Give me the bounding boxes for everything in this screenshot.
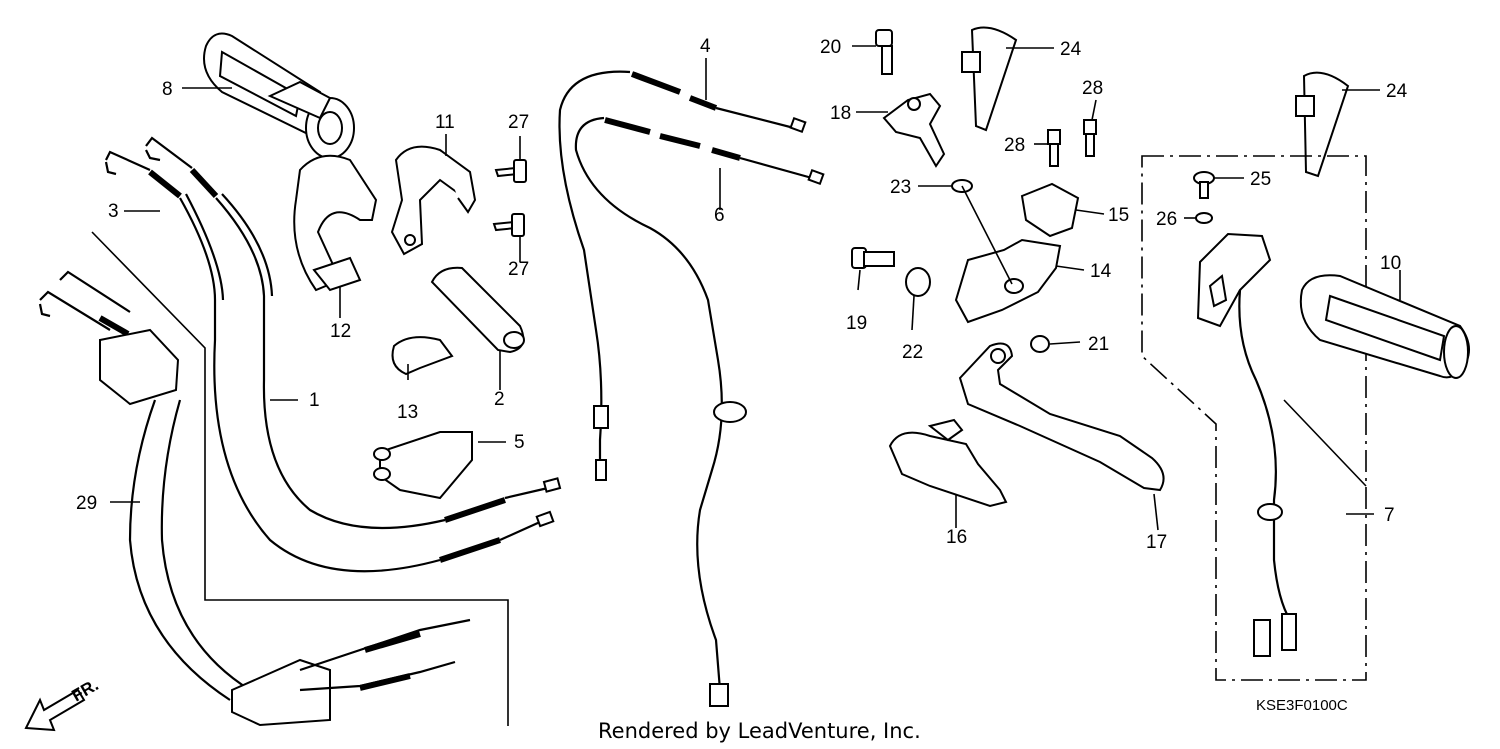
throttle-housing-lower-part [293, 154, 378, 292]
callout-17: 17 [1146, 532, 1167, 553]
washer-26-part [1195, 212, 1213, 224]
throttle-housing-upper-part [390, 145, 477, 256]
callout-10: 10 [1380, 253, 1401, 274]
callout-24-left: 24 [1060, 39, 1082, 60]
band-24-right-part [1295, 71, 1350, 178]
callout-2: 2 [494, 389, 505, 410]
callout-3: 3 [108, 201, 119, 222]
bolt-28-left-part [1047, 129, 1061, 167]
bolt-27-lower-part [492, 213, 525, 237]
throttle-grip-part [203, 32, 355, 159]
clutch-cable-6-part [574, 116, 825, 707]
bolt-20-part [875, 29, 893, 75]
band-24-left-part [961, 26, 1018, 132]
cable-cover-2-part [430, 266, 525, 354]
callout-11: 11 [435, 112, 455, 133]
callout-28-right: 28 [1082, 78, 1103, 99]
bolt-27-upper-part [494, 159, 527, 183]
clamp-15-part [1020, 182, 1080, 238]
callout-labels: 1 2 3 4 5 6 7 8 10 11 12 13 14 15 16 17 … [76, 36, 1408, 553]
lever-holder-18-part [882, 92, 946, 168]
bolt-28-right-part [1083, 119, 1097, 157]
adjuster-19-part [851, 247, 895, 269]
lever-cover-16-part [888, 418, 1008, 508]
callout-24-right: 24 [1386, 81, 1408, 102]
callout-26: 26 [1156, 209, 1177, 230]
nut-21-part [1030, 335, 1050, 353]
cable-joint-5-part [373, 431, 473, 500]
callout-25: 25 [1250, 169, 1271, 190]
callout-27-lower: 27 [508, 259, 529, 280]
callout-7: 7 [1384, 505, 1395, 526]
stop-switch-7-part [1196, 232, 1297, 657]
callout-14: 14 [1090, 261, 1112, 282]
callout-18: 18 [830, 103, 851, 124]
callout-29: 29 [76, 493, 97, 514]
callout-19: 19 [846, 313, 867, 334]
leader-lines [110, 45, 1401, 531]
callout-20: 20 [820, 37, 841, 58]
lever-bracket-14-part [954, 238, 1062, 324]
callout-23: 23 [890, 177, 911, 198]
render-credit: Rendered by LeadVenture, Inc. [598, 719, 921, 743]
nut-22-part [905, 267, 931, 297]
callout-5: 5 [514, 432, 525, 453]
cap-13-part [391, 336, 454, 376]
clutch-lever-17-part [958, 342, 1165, 492]
callout-27-upper: 27 [508, 112, 529, 133]
callout-28-left: 28 [1004, 135, 1025, 156]
callout-6: 6 [714, 205, 725, 226]
diagram-code: KSE3F0100C [1256, 697, 1348, 714]
clutch-cable-4-part [558, 70, 807, 481]
front-direction-arrow: FR. [24, 675, 102, 732]
throttle-cable-29-part [38, 270, 471, 727]
callout-8: 8 [162, 79, 173, 100]
callout-21: 21 [1088, 334, 1109, 355]
callout-22: 22 [902, 342, 923, 363]
screw-25-part [1193, 171, 1215, 199]
callout-13: 13 [397, 402, 418, 423]
callout-15: 15 [1108, 205, 1129, 226]
callout-4: 4 [700, 36, 711, 57]
callout-12: 12 [330, 321, 351, 342]
throttle-cable-1-part [145, 136, 562, 530]
callout-1: 1 [309, 390, 320, 411]
throttle-cable-3-part [104, 150, 555, 573]
handlebar-grip-10-part [1299, 274, 1470, 379]
callout-16: 16 [946, 527, 967, 548]
